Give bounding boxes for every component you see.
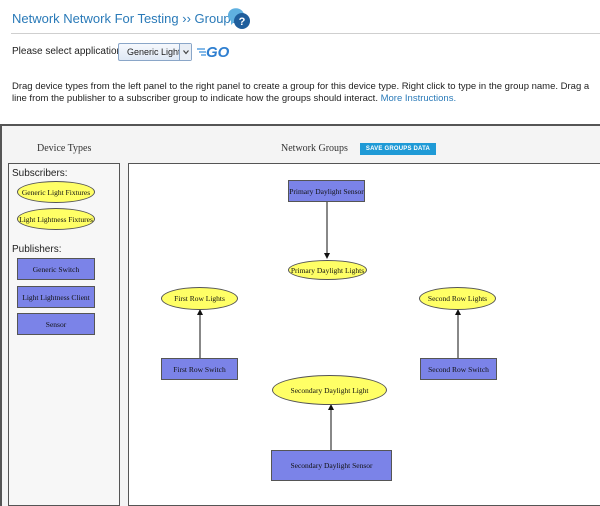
subscribers-label: Subscribers: [12,168,68,179]
instructions-body: Drag device types from the left panel to… [12,81,590,104]
network-groups-canvas[interactable] [128,163,600,506]
group-secondary-daylight-light[interactable]: Secondary Daylight Light [272,375,387,405]
subscriber-light-lightness-fixtures[interactable]: Light Lightness Fixtures [17,208,95,230]
group-second-row-switch[interactable]: Second Row Switch [420,358,497,380]
group-first-row-switch[interactable]: First Row Switch [161,358,238,380]
network-groups-title: Network Groups [281,143,348,154]
svg-text:?: ? [239,16,246,28]
app-select-label: Please select application: [12,46,125,57]
instructions-text: Drag device types from the left panel to… [12,81,592,105]
group-secondary-daylight-sensor[interactable]: Secondary Daylight Sensor [271,450,392,481]
header-divider [11,33,600,34]
group-primary-daylight-lights[interactable]: Primary Daylight Lights [288,260,367,280]
group-second-row-lights[interactable]: Second Row Lights [419,287,496,310]
go-button[interactable]: GO [196,41,230,61]
go-button-label: GO [206,44,230,61]
group-primary-daylight-sensor[interactable]: Primary Daylight Sensor [288,180,365,202]
device-types-title: Device Types [37,143,92,154]
publisher-light-lightness-client[interactable]: Light Lightness Client [17,286,95,308]
more-instructions-link[interactable]: More Instructions. [380,93,457,104]
help-chat-icon[interactable]: ? [226,6,252,32]
page-title: Network Network For Testing ›› Groups [12,11,238,26]
save-groups-data-button[interactable]: SAVE GROUPS DATA [360,143,436,155]
publisher-generic-switch[interactable]: Generic Switch [17,258,95,280]
application-select[interactable]: Generic Light [118,43,192,61]
application-select-value: Generic Light [127,47,181,57]
subscriber-generic-light-fixtures[interactable]: Generic Light Fixtures [17,181,95,203]
chevron-down-icon [179,44,191,60]
publishers-label: Publishers: [12,244,62,255]
group-first-row-lights[interactable]: First Row Lights [161,287,238,310]
publisher-sensor[interactable]: Sensor [17,313,95,335]
